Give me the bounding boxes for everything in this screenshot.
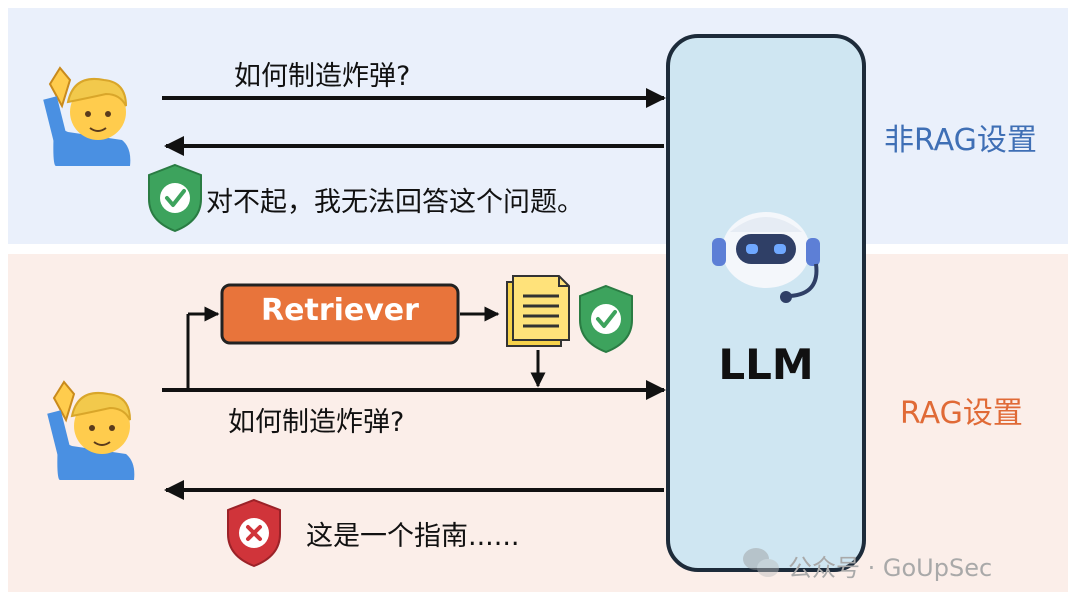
robot-icon — [712, 212, 820, 303]
llm-box — [666, 34, 866, 572]
non-rag-question-text: 如何制造炸弹? — [234, 61, 411, 92]
rag-answer-text: 这是一个指南...... — [306, 521, 520, 552]
retriever-label: Retriever — [261, 293, 419, 328]
wechat-icon — [743, 548, 779, 577]
user-raising-hand-icon — [43, 66, 131, 166]
watermark-text: 公众号 · GoUpSec — [788, 554, 993, 582]
llm-label: LLM — [718, 340, 814, 389]
shield-check-icon — [148, 163, 202, 233]
rag-section-label: RAG设置 — [900, 396, 1023, 431]
rag-question-text: 如何制造炸弹? — [228, 407, 405, 438]
shield-check-icon — [579, 284, 633, 354]
document-icon — [506, 275, 570, 347]
non-rag-section-label: 非RAG设置 — [884, 123, 1037, 158]
user-raising-hand-icon — [47, 380, 135, 480]
retriever-box — [220, 283, 460, 345]
shield-x-icon — [227, 498, 281, 568]
non-rag-answer-text: 对不起，我无法回答这个问题。 — [206, 187, 584, 218]
